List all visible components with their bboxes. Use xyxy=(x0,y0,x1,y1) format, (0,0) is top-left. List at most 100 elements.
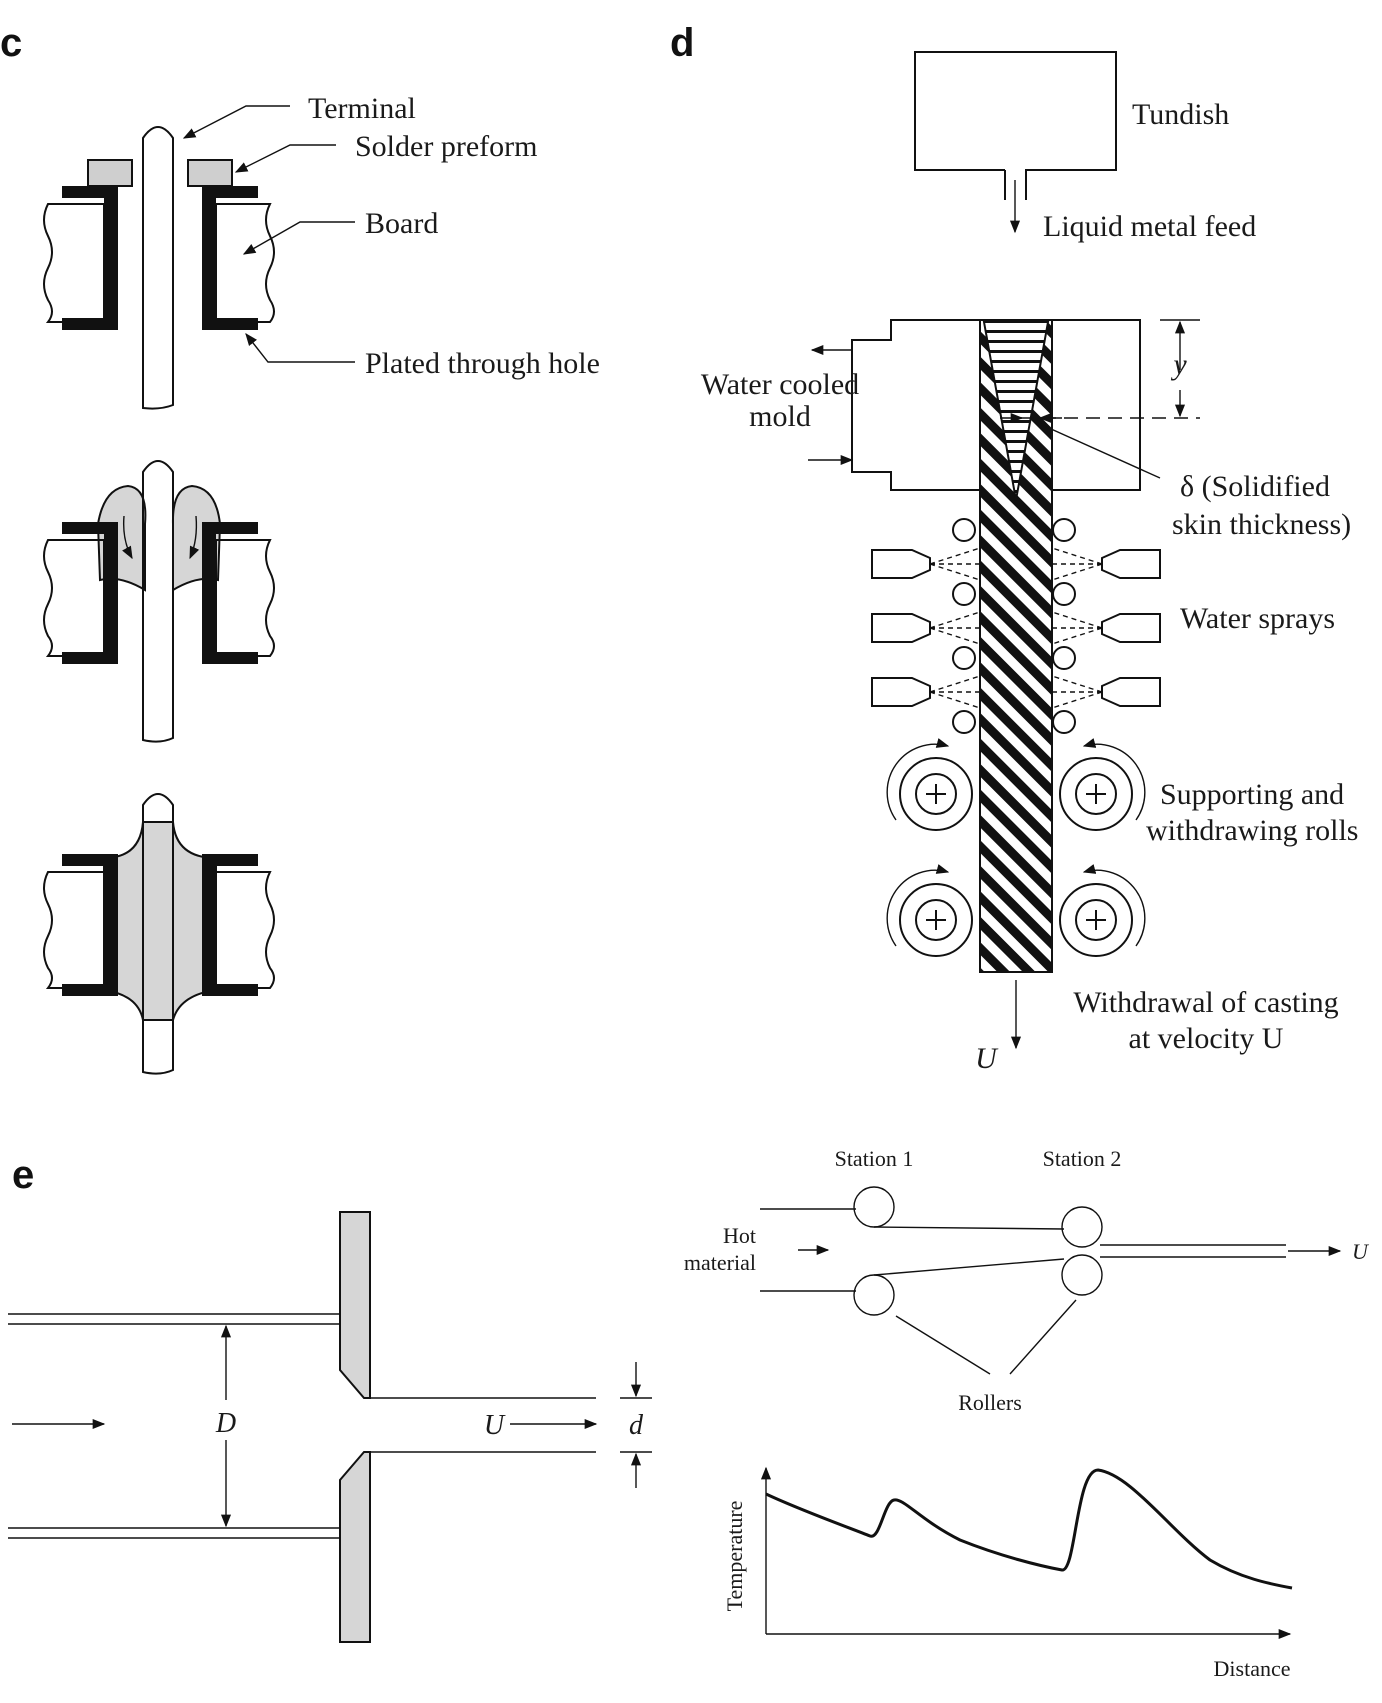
label-water-sprays: Water sprays xyxy=(1180,602,1335,635)
roll xyxy=(1059,738,1146,831)
terminal-pin-2 xyxy=(142,460,174,743)
label-d: d xyxy=(629,1410,644,1441)
guide-rolls xyxy=(952,518,1076,734)
solder-preform-left xyxy=(87,159,133,187)
plating-right xyxy=(202,186,258,330)
roller-station1-top xyxy=(853,1186,895,1228)
label-station-2: Station 2 xyxy=(1043,1146,1122,1171)
label-hot: Hot xyxy=(723,1223,756,1248)
panel-e: e D U d xyxy=(8,1153,652,1643)
rollers-leader-1 xyxy=(895,1315,991,1375)
liquid-core xyxy=(982,321,1050,501)
guide-roll xyxy=(1052,518,1076,542)
roll xyxy=(886,738,973,831)
label-D: D xyxy=(215,1408,236,1439)
solder-stage-3 xyxy=(43,793,275,1075)
panel-d: d Tundish Liquid metal feed Water cooled… xyxy=(670,21,1358,1075)
water-sprays xyxy=(871,547,1161,709)
spray-nozzle xyxy=(1101,677,1161,707)
spray-jet xyxy=(1051,611,1103,645)
spray-nozzle xyxy=(871,549,931,579)
spray-nozzle xyxy=(871,677,931,707)
label-rolls-line2: withdrawing rolls xyxy=(1146,814,1358,847)
label-delta-line2: skin thickness) xyxy=(1172,508,1351,541)
label-solder-preform: Solder preform xyxy=(355,130,537,163)
plating-right-2 xyxy=(202,522,258,664)
label-y: y xyxy=(1170,348,1187,381)
leader-preform xyxy=(234,144,336,173)
board-right xyxy=(215,203,275,323)
label-water-cooled: Water cooled xyxy=(701,368,859,401)
flow-arrow-right xyxy=(189,515,200,560)
label-U-strip: U xyxy=(484,1410,506,1441)
label-terminal: Terminal xyxy=(308,92,416,125)
label-mold: mold xyxy=(749,400,811,433)
spray-jet xyxy=(1051,675,1103,709)
guide-roll xyxy=(952,710,976,734)
guide-roll xyxy=(952,518,976,542)
board-left-3 xyxy=(43,871,105,989)
spray-jet xyxy=(929,675,981,709)
plating-left-2 xyxy=(62,522,118,664)
material-top-edge xyxy=(760,1208,1286,1246)
panel-letter-c: c xyxy=(0,21,22,65)
leader-board xyxy=(242,221,355,255)
spray-nozzle xyxy=(1101,549,1161,579)
solder-stage-1: Terminal Solder preform Board Plated thr… xyxy=(43,92,600,410)
label-withdrawal-line1: Withdrawal of casting xyxy=(1073,986,1338,1019)
label-temperature: Temperature xyxy=(722,1501,747,1612)
leader-terminal xyxy=(182,105,290,139)
solder-stage-2 xyxy=(43,460,275,743)
label-delta-line1: δ (Solidified xyxy=(1180,470,1330,503)
guide-roll xyxy=(1052,646,1076,670)
guide-roll xyxy=(952,646,976,670)
rollers-leader-2 xyxy=(1009,1299,1077,1375)
label-tundish: Tundish xyxy=(1132,98,1229,131)
panel-c: c Terminal Solder preform Board Plated t… xyxy=(0,21,600,1075)
terminal-pin-3 xyxy=(142,793,174,1075)
flow-arrow-left xyxy=(122,515,133,560)
label-station-1: Station 1 xyxy=(835,1146,914,1171)
solder-fillet xyxy=(103,821,217,1021)
water-cooled-mold xyxy=(851,319,1141,491)
material-bottom-edge xyxy=(760,1256,1286,1292)
board-left xyxy=(43,203,105,323)
label-liquid-metal-feed: Liquid metal feed xyxy=(1043,210,1256,243)
terminal-pin xyxy=(142,126,174,410)
temperature-curve xyxy=(765,1468,1293,1590)
label-board: Board xyxy=(365,207,438,240)
delta-leader xyxy=(1039,423,1161,479)
board-right-2 xyxy=(215,539,275,657)
die-upper xyxy=(339,1211,371,1399)
tundish xyxy=(914,51,1117,200)
board-right-3 xyxy=(215,871,275,989)
panel-letter-e: e xyxy=(12,1153,34,1197)
roller-station2-top xyxy=(1061,1206,1103,1248)
spray-nozzle xyxy=(871,613,931,643)
panel-letter-d: d xyxy=(670,21,694,65)
panel-rolling: Station 1 Station 2 U Hot material Rolle… xyxy=(684,1146,1370,1681)
label-distance: Distance xyxy=(1214,1656,1291,1681)
spray-jet xyxy=(929,611,981,645)
label-u-casting: U xyxy=(975,1042,999,1075)
plating-left xyxy=(62,186,118,330)
plating-left-3 xyxy=(62,854,118,996)
leader-pth xyxy=(245,333,355,363)
roll xyxy=(886,864,973,957)
solder-preform-right xyxy=(187,159,233,187)
label-rolls-line1: Supporting and xyxy=(1160,778,1344,811)
board-left-2 xyxy=(43,539,105,657)
label-material: material xyxy=(684,1250,756,1275)
label-rollers: Rollers xyxy=(958,1390,1022,1415)
spray-jet xyxy=(1051,547,1103,581)
roller-station1-bottom xyxy=(853,1274,895,1316)
withdrawing-rolls xyxy=(886,738,1146,957)
spray-jet xyxy=(929,547,981,581)
spray-nozzle xyxy=(1101,613,1161,643)
label-u-rolling: U xyxy=(1352,1239,1370,1264)
guide-roll xyxy=(952,582,976,606)
plating-right-3 xyxy=(202,854,258,996)
label-plated-through-hole: Plated through hole xyxy=(365,347,600,380)
label-withdrawal-line2: at velocity U xyxy=(1129,1022,1284,1055)
die-lower xyxy=(339,1451,371,1643)
